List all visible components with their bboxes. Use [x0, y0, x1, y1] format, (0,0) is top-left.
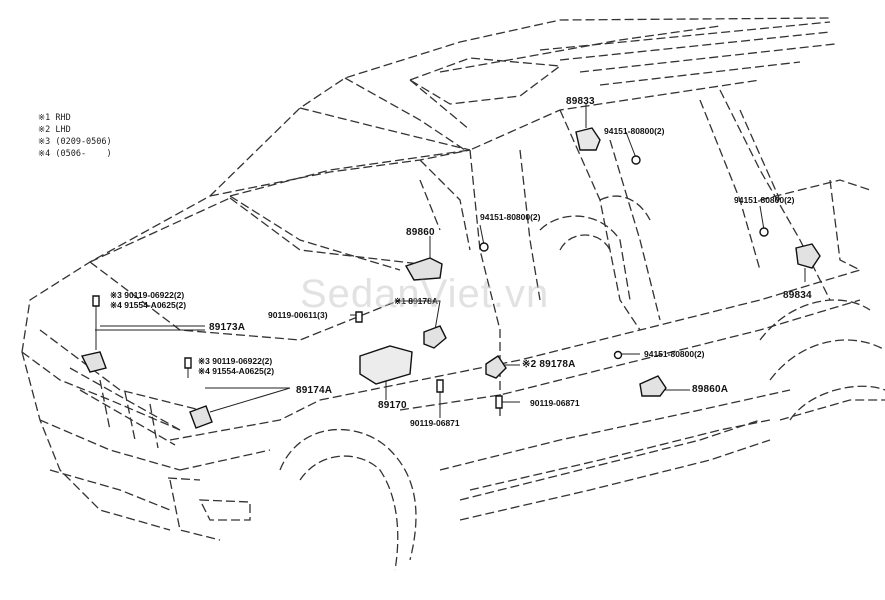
part-label-89173a: 89173A [209, 322, 246, 333]
part-label-89834: 89834 [783, 290, 812, 301]
part-label-89178a-rhd: ※1 89178A [394, 296, 438, 306]
part-label-89860: 89860 [406, 227, 435, 238]
sensor-89834 [795, 243, 821, 269]
components [80, 127, 821, 429]
part-label-90119-06871-a: 90119-06871 [530, 398, 580, 408]
bolt-icon [759, 227, 769, 237]
part-label-94151-mid: 94151-80800(2) [480, 212, 541, 222]
sensor-89860 [404, 257, 443, 281]
front-sensor-89173a [80, 351, 107, 373]
part-label-94151-low: 94151-80800(2) [644, 349, 705, 359]
part-label-94151-right: 94151-80800(2) [734, 195, 795, 205]
vehicle-outline [21, 17, 885, 571]
part-label-90119-06922-b: ※3 90119-06922(2) [198, 356, 273, 366]
bolt-icon [436, 379, 444, 393]
part-label-89833: 89833 [566, 96, 595, 107]
sensor-89178a-lower [485, 355, 507, 379]
part-label-91554-a0625-a: ※4 91554-A0625(2) [110, 300, 187, 310]
legend-line: ※3 (0209-0506) [38, 137, 112, 147]
footnote-legend: ※1 RHD ※2 LHD ※3 (0209-0506) ※4 (0506- ) [38, 112, 112, 160]
sensor-89833 [575, 127, 601, 151]
part-label-89170: 89170 [378, 400, 407, 411]
sensor-89860a [639, 375, 667, 397]
part-label-91554-a0625-b: ※4 91554-A0625(2) [198, 366, 275, 376]
legend-line: ※4 (0506- ) [38, 149, 112, 159]
legend-line: ※1 RHD [38, 113, 71, 123]
bolt-icon [613, 350, 623, 360]
bolt-icon [479, 242, 489, 252]
airbag-ecu-89170 [359, 345, 413, 385]
part-label-90119-06922-a: ※3 90119-06922(2) [110, 290, 185, 300]
part-label-90119-00611: 90119-00611(3) [268, 310, 328, 320]
bolt-icon [495, 395, 503, 409]
bolt-icon [631, 155, 641, 165]
bolt-icon [355, 311, 363, 323]
bolt-icon [92, 295, 100, 307]
legend-line: ※2 LHD [38, 125, 71, 135]
front-sensor-89174a [189, 405, 213, 429]
part-label-90119-06871-b: 90119-06871 [410, 418, 460, 428]
part-label-89178a-lhd: ※2 89178A [522, 359, 576, 370]
part-label-89860a: 89860A [692, 384, 729, 395]
bolt-icon [184, 357, 192, 369]
part-label-89174a: 89174A [296, 385, 333, 396]
part-label-94151-top: 94151-80800(2) [604, 126, 665, 136]
sensor-89178a-upper [423, 325, 447, 349]
